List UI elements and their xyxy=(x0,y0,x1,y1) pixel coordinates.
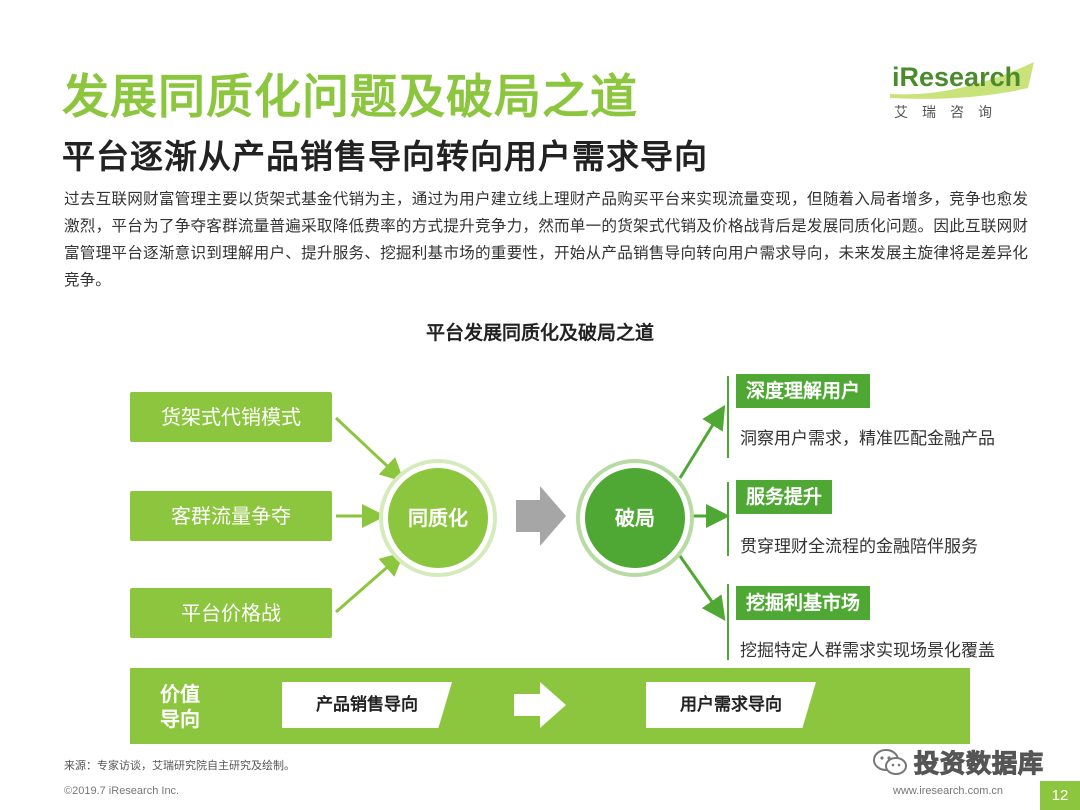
wechat-icon xyxy=(873,749,907,775)
solution-desc-3: 挖掘特定人群需求实现场景化覆盖 xyxy=(740,641,995,661)
logo-swoosh-icon xyxy=(890,62,1034,99)
transition-arrow-icon xyxy=(516,486,566,546)
logo-wordmark: iResearch xyxy=(892,62,1022,92)
cause-box-2: 客群流量争夺 xyxy=(130,491,332,541)
page-number: 12 xyxy=(1040,781,1080,810)
value-orientation-label: 价值 导向 xyxy=(160,682,200,731)
solution-title-3: 挖掘利基市场 xyxy=(736,586,871,620)
band-arrow-icon xyxy=(514,682,566,728)
watermark: 投资数据库 xyxy=(872,744,1044,780)
cause-arrow-3 xyxy=(335,552,405,614)
source-note: 来源：专家访谈，艾瑞研究院自主研究及绘制。 xyxy=(64,759,295,772)
solution-desc-2: 贯穿理财全流程的金融陪伴服务 xyxy=(740,537,978,557)
solution-title-1: 深度理解用户 xyxy=(736,374,871,408)
intro-paragraph: 过去互联网财富管理主要以货架式基金代销为主，通过为用户建立线上理财产品购买平台来… xyxy=(64,190,1028,289)
footer-url[interactable]: www.iresearch.com.cn xyxy=(893,785,1004,797)
iresearch-logo: iResearch 艾瑞咨询 xyxy=(888,58,1038,128)
logo-chinese-name: 艾瑞咨询 xyxy=(894,105,1006,121)
cause-box-3: 平台价格战 xyxy=(130,588,332,638)
homogenization-circle: 同质化 xyxy=(388,468,488,568)
solution-arrow-1 xyxy=(678,404,726,479)
user-demand-orientation: 用户需求导向 xyxy=(646,682,816,728)
watermark-text: 投资数据库 xyxy=(913,749,1045,779)
cause-arrow-1 xyxy=(334,416,405,483)
page-subtitle: 平台逐渐从产品销售导向转向用户需求导向 xyxy=(62,137,708,176)
diagram-title: 平台发展同质化及破局之道 xyxy=(425,322,654,344)
product-sales-orientation: 产品销售导向 xyxy=(282,682,452,728)
solution-arrow-3 xyxy=(678,555,726,621)
cause-box-1: 货架式代销模式 xyxy=(130,392,332,442)
page-title: 发展同质化问题及破局之道 xyxy=(62,70,638,125)
solution-title-2: 服务提升 xyxy=(736,480,833,514)
copyright: ©2019.7 iResearch Inc. xyxy=(64,785,180,797)
solution-desc-1: 洞察用户需求，精准匹配金融产品 xyxy=(740,429,995,449)
breakthrough-circle: 破局 xyxy=(585,468,685,568)
